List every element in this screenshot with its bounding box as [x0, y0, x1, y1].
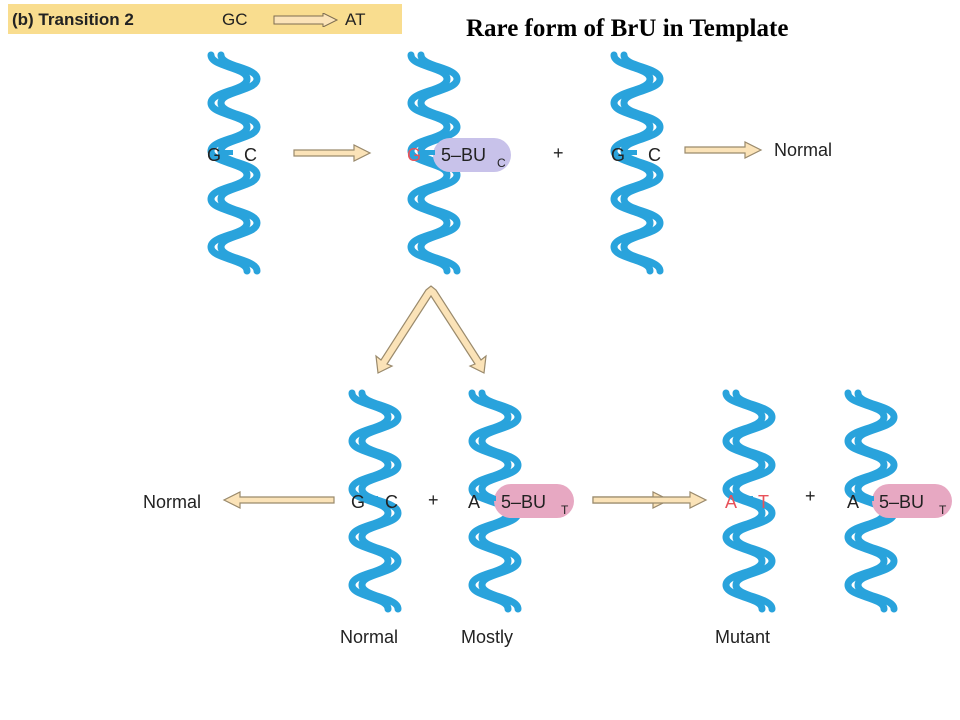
base-pair-at-mutant: A T — [725, 492, 769, 512]
caption-mostly: Mostly — [461, 627, 513, 647]
outcome-normal-left: Normal — [143, 492, 201, 512]
analog-label: 5–BU — [501, 492, 546, 512]
header-bar: (b) Transition 2 GC AT — [8, 4, 402, 34]
base-pair-gc-2: G C — [611, 145, 661, 165]
plus-sign: + — [428, 490, 439, 510]
arrow-left-icon — [222, 491, 335, 509]
analog-subscript: C — [497, 156, 506, 170]
base-pair-gc-3: G C — [351, 492, 398, 512]
analog-label: 5–BU — [879, 492, 924, 512]
analog-subscript: T — [939, 503, 947, 517]
header-arrow-icon — [273, 13, 339, 27]
arrow-right-icon-2 — [684, 141, 762, 159]
analog-label: 5–BU — [441, 145, 486, 165]
base-pair-g-bu: G 5–BU C — [407, 138, 511, 172]
header-from-pair: GC — [222, 10, 248, 29]
outcome-normal-top: Normal — [774, 140, 832, 160]
base-left: G — [351, 492, 365, 512]
base-right: C — [385, 492, 398, 512]
caption-mutant: Mutant — [715, 627, 770, 647]
header-to-pair: AT — [345, 10, 366, 29]
plus-sign: + — [553, 143, 564, 163]
slide-title: Rare form of BrU in Template — [466, 15, 789, 42]
header-label: (b) Transition 2 — [12, 10, 134, 29]
base-right-red: T — [758, 492, 769, 512]
base-left-red: A — [725, 492, 737, 512]
base-pair-gc-1: G C — [207, 145, 257, 165]
base-right: C — [648, 145, 661, 165]
arrow-right-icon-1 — [293, 144, 371, 162]
base-left: A — [468, 492, 480, 512]
base-pair-a-bu-1: A 5–BU T — [468, 484, 574, 518]
arrow-right-long-icon — [592, 491, 708, 509]
caption-normal: Normal — [340, 627, 398, 647]
base-left-red: G — [407, 145, 421, 165]
base-left: G — [207, 145, 221, 165]
base-left: A — [847, 492, 859, 512]
base-left: G — [611, 145, 625, 165]
plus-sign: + — [805, 486, 816, 506]
base-right: C — [244, 145, 257, 165]
branch-arrows-icon — [375, 285, 487, 374]
base-pair-a-bu-2: A 5–BU T — [847, 484, 952, 518]
analog-subscript: T — [561, 503, 569, 517]
